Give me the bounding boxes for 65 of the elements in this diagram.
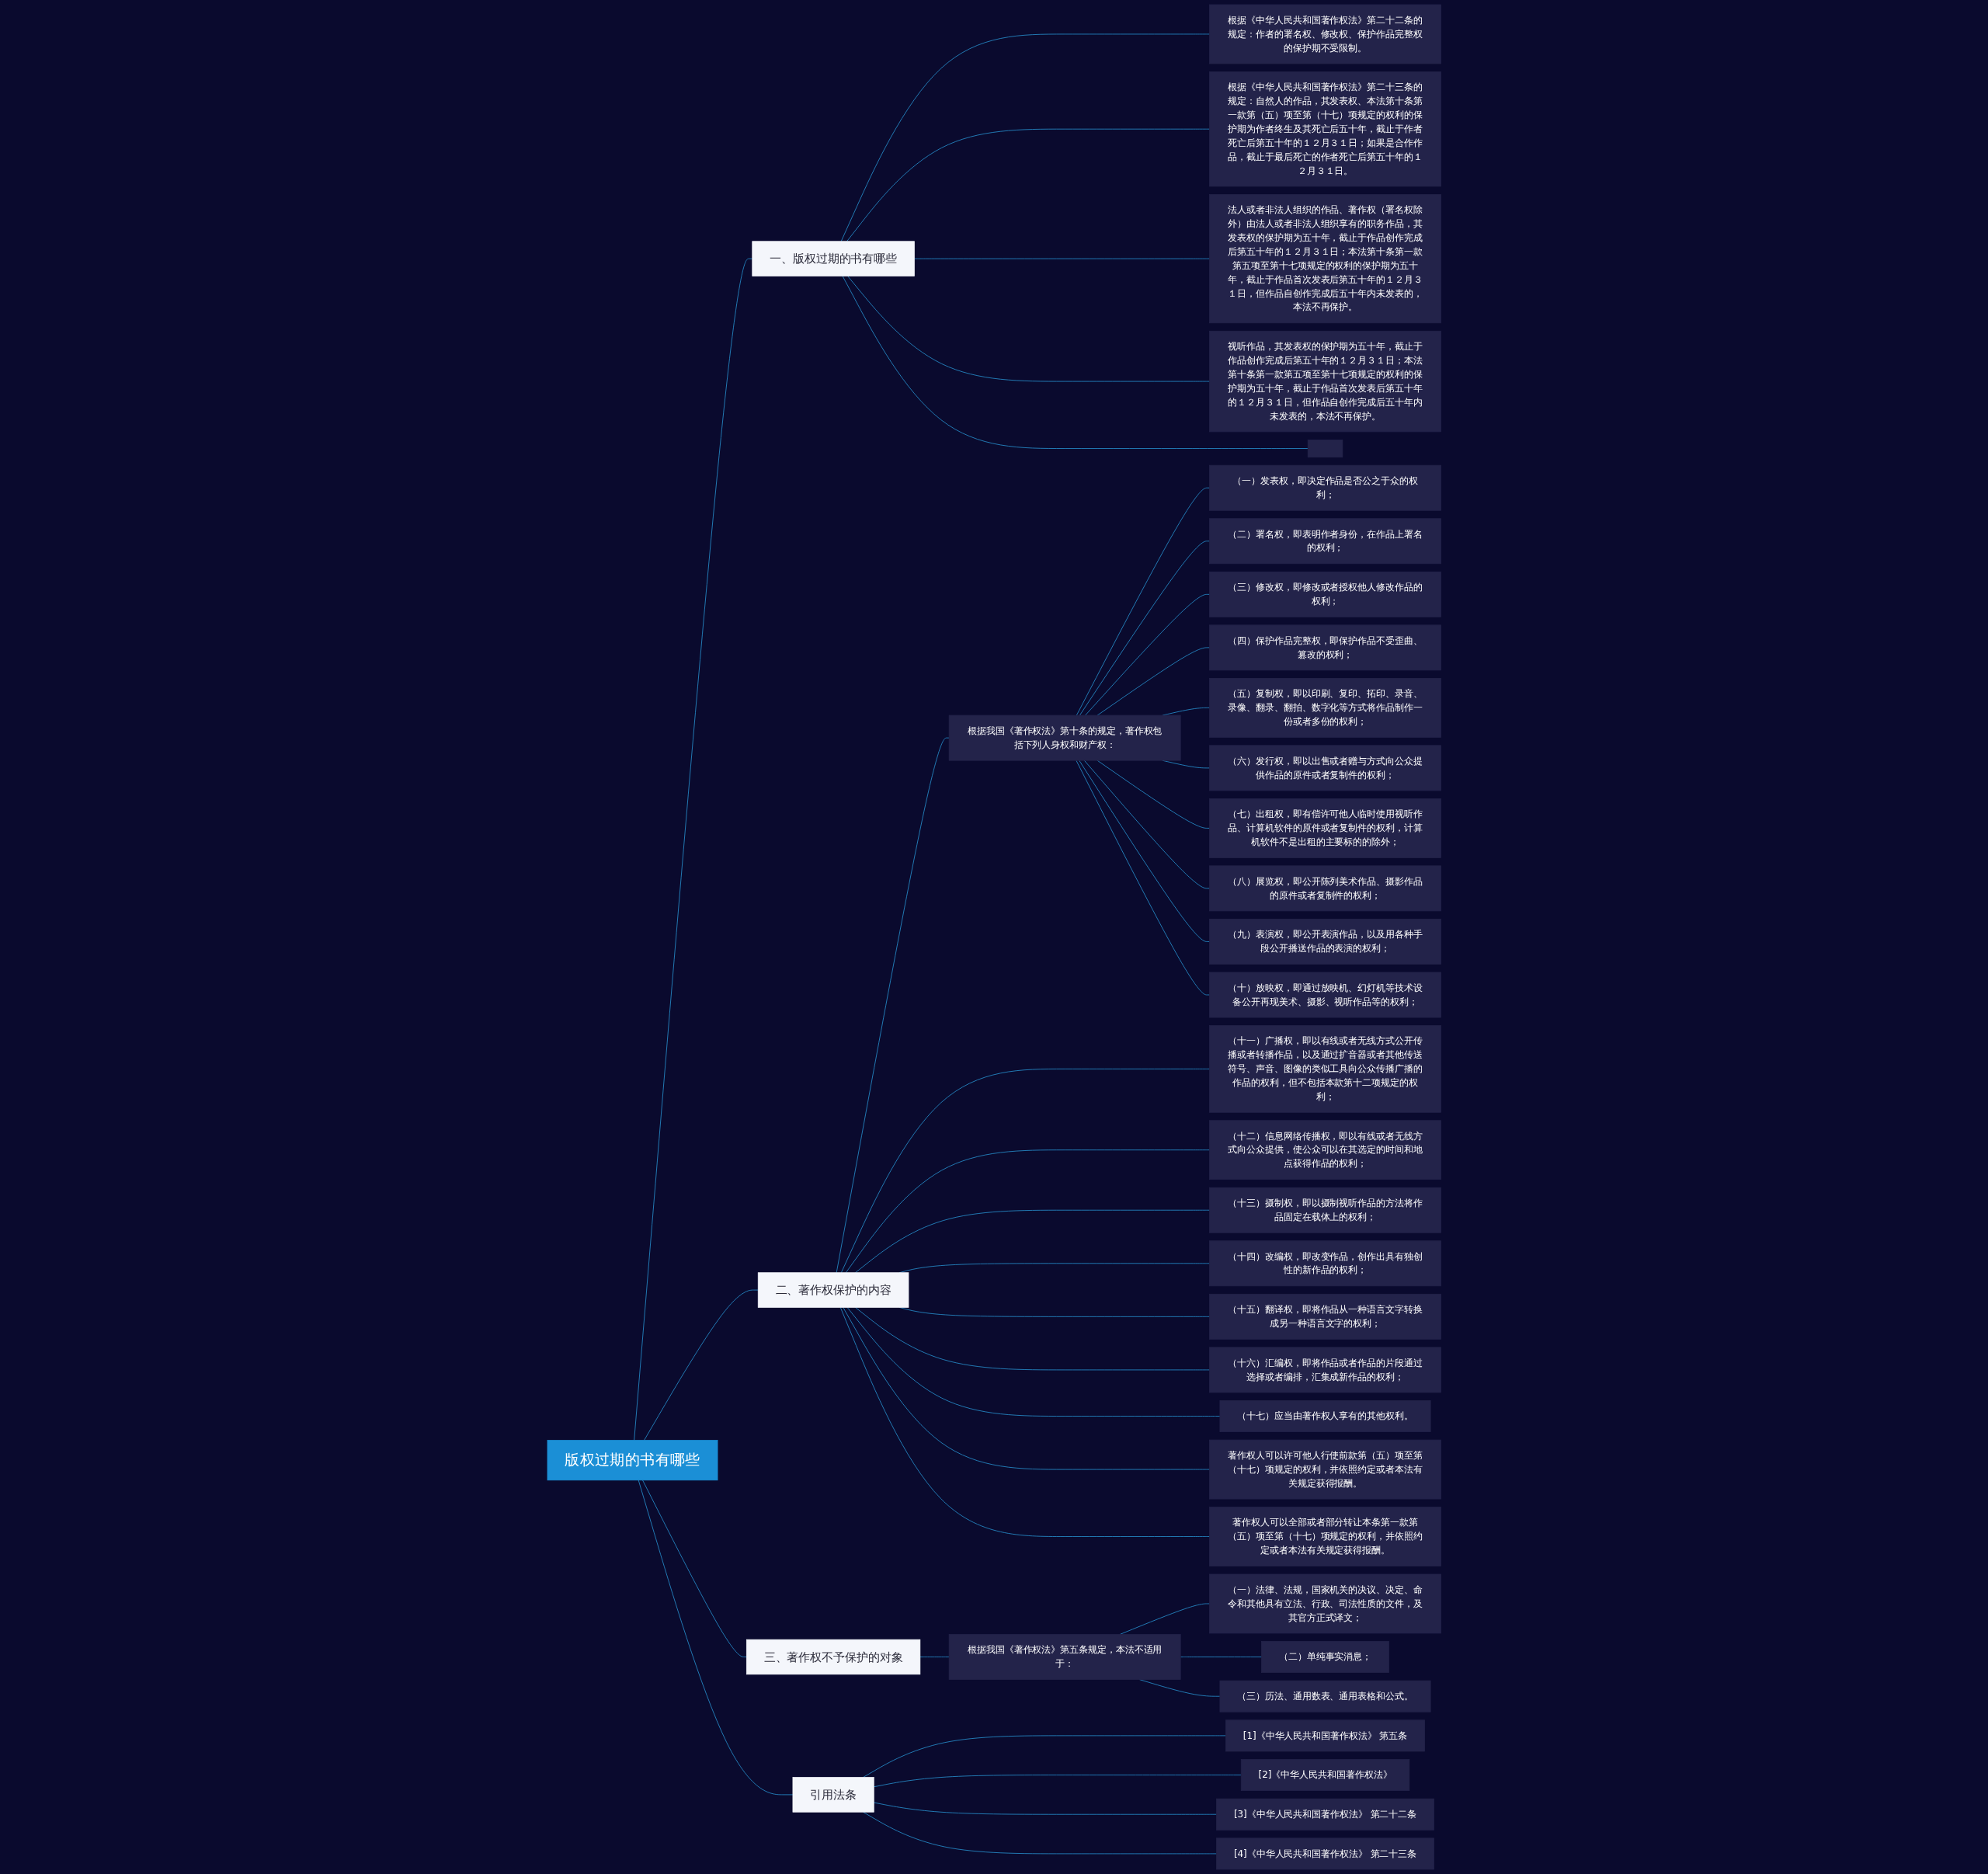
node-box: 根据我国《著作权法》第五条规定，本法不适用于： bbox=[948, 1634, 1181, 1680]
connector bbox=[840, 1069, 1210, 1274]
node-box: （六）发行权，即以出售或者赠与方式向公众提供作品的原件或者复制件的权利； bbox=[1208, 745, 1441, 791]
node-box: （二）单纯事实消息； bbox=[1260, 1641, 1389, 1674]
node-box: 二、著作权保护的内容 bbox=[757, 1272, 909, 1308]
connector bbox=[840, 33, 1210, 242]
node-box: （十五）翻译权，即将作品从一种语言文字转换成另一种语言文字的权利； bbox=[1208, 1293, 1441, 1340]
node-box: （十七）应当由著作权人享有的其他权利。 bbox=[1219, 1400, 1431, 1433]
node-box: （十）放映权，即通过放映机、幻灯机等技术设备公开再现美术、摄影、视听作品等的权利； bbox=[1208, 972, 1441, 1018]
connector bbox=[1097, 760, 1210, 829]
node-box: [1]《中华人民共和国著作权法》 第五条 bbox=[1225, 1719, 1425, 1752]
node-box: 著作权人可以许可他人行使前款第（五）项至第（十七）项规定的权利，并依照约定或者本法有关规定获得报酬。 bbox=[1208, 1439, 1441, 1500]
connector bbox=[843, 1307, 1210, 1470]
node-box: （十六）汇编权，即将作品或者作品的片段通过选择或者编排，汇集成新作品的权利； bbox=[1208, 1347, 1441, 1393]
node-box: （一）法律、法规，国家机关的决议、决定、命令和其他具有立法、行政、司法性质的文件，及其官方正式译文； bbox=[1208, 1573, 1441, 1634]
connector bbox=[846, 1307, 1220, 1417]
node-box: 视听作品，其发表权的保护期为五十年，截止于作品创作完成后第五十年的１２月３１日；本法第十条第一款第五项至第十七项规定的权利的保护期为五十年，截止于作品首次发表后第五十年的１２月３１日，但作品自创作完成后五十年内未发表的，本法不再保护。 bbox=[1208, 330, 1441, 433]
node-box: （十四）改编权，即改变作品，创作出具有独创性的新作品的权利； bbox=[1208, 1240, 1441, 1287]
connector bbox=[836, 737, 950, 1274]
node-box: （二）署名权，即表明作者身份，在作品上署名的权利； bbox=[1208, 518, 1441, 565]
connector bbox=[1076, 487, 1210, 716]
node-box: （八）展览权，即公开陈列美术作品、摄影作品的原件或者复制件的权利； bbox=[1208, 865, 1441, 912]
node-box: （五）复制权，即以印刷、复印、拓印、录音、录像、翻录、翻拍、数字化等方式将作品制作一份或者多份的权利； bbox=[1208, 678, 1441, 738]
node-box bbox=[1307, 440, 1343, 458]
connector bbox=[1083, 760, 1210, 889]
connector bbox=[638, 1479, 794, 1796]
connector bbox=[1076, 760, 1210, 996]
node-box: 一、版权过期的书有哪些 bbox=[752, 241, 915, 276]
connector bbox=[846, 276, 1210, 382]
connector bbox=[862, 1735, 1226, 1778]
node-box: 引用法条 bbox=[792, 1777, 874, 1813]
node-box: （十二）信息网络传播权，即以有线或者无线方式向公众提供，使公众可以在其选定的时间和地点获得作品的权利； bbox=[1208, 1120, 1441, 1180]
connector bbox=[1097, 647, 1210, 716]
connector bbox=[846, 128, 1210, 242]
node-box: （七）出租权，即有偿许可他人临时使用视听作品、计算机软件的原件或者复制件的权利，计算机软件不是出租的主要标的的除外； bbox=[1208, 798, 1441, 858]
node-box: 根据我国《著作权法》第十条的规定，著作权包括下列人身权和财产权： bbox=[948, 714, 1181, 761]
node-box: 著作权人可以全部或者部分转让本条第一款第（五）项至第（十七）项规定的权利，并依照约定或者本法有关规定获得报酬。 bbox=[1208, 1507, 1441, 1566]
node-box: （九）表演权，即公开表演作品，以及用各种手段公开播送作品的表演的权利； bbox=[1208, 919, 1441, 965]
connector bbox=[1084, 593, 1210, 716]
connector bbox=[634, 258, 752, 1441]
node-box: 法人或者非法人组织的作品、著作权（署名权除外）由法人或者非法人组织享有的职务作品，其发表权的保护期为五十年，截止于作品创作完成后第五十年的１２月３１日；本法第十条第一款第五项至第十七项规定的权利的保护期为五十年，截止于作品首次发表后第五十年的１２月３１日，但作品自创作完成后五十年内未发表的，本法不再保护。 bbox=[1208, 194, 1441, 324]
node-box: （三）历法、通用数表、通用表格和公式。 bbox=[1219, 1680, 1431, 1712]
connector bbox=[854, 1307, 1210, 1371]
connector bbox=[641, 1479, 747, 1657]
connector bbox=[1079, 541, 1210, 716]
node-box: （四）保护作品完整权，即保护作品不受歪曲、篡改的权利； bbox=[1208, 624, 1441, 671]
node-box: 根据《中华人民共和国著作权法》第二十二条的规定：作者的署名权、修改权、保护作品完整权的保护期不受限制。 bbox=[1208, 4, 1441, 64]
connector bbox=[873, 1802, 1217, 1815]
node-box: （三）修改权，即修改或者授权他人修改作品的权利； bbox=[1208, 571, 1441, 617]
node-box: 版权过期的书有哪些 bbox=[547, 1440, 718, 1481]
node-box: （一）发表权，即决定作品是否公之于众的权利； bbox=[1208, 464, 1441, 511]
connector bbox=[854, 1209, 1210, 1274]
node-box: 根据《中华人民共和国著作权法》第二十三条的规定：自然人的作品，其发表权、本法第十条第一款第（五）项至第（十七）项规定的权利的保护期为作者终生及其死亡后五十年，截止于作者死亡后第五十年的１２月３１日；如果是合作作品，截止于最后死亡的作者死亡后第五十年的１２月３１日。 bbox=[1208, 71, 1441, 187]
connector bbox=[873, 1775, 1242, 1788]
connector bbox=[1079, 760, 1210, 942]
node-box: （十一）广播权，即以有线或者无线方式公开传播或者转播作品，以及通过扩音器或者其他传送符号、声音、图像的类似工具向公众传播广播的作品的权利，但不包括本款第十二项规定的权利； bbox=[1208, 1025, 1441, 1113]
node-box: [4]《中华人民共和国著作权法》 第二十三条 bbox=[1215, 1837, 1434, 1870]
connector bbox=[839, 1307, 1210, 1537]
node-box: [2]《中华人民共和国著作权法》 bbox=[1240, 1759, 1409, 1792]
node-box: 三、著作权不予保护的对象 bbox=[746, 1639, 920, 1675]
connector bbox=[845, 1149, 1210, 1274]
node-box: [3]《中华人民共和国著作权法》 第二十二条 bbox=[1215, 1798, 1434, 1831]
node-box: （十三）摄制权，即以摄制视听作品的方法将作品固定在载体上的权利； bbox=[1208, 1187, 1441, 1233]
connector bbox=[842, 276, 1309, 449]
connector bbox=[643, 1289, 759, 1441]
